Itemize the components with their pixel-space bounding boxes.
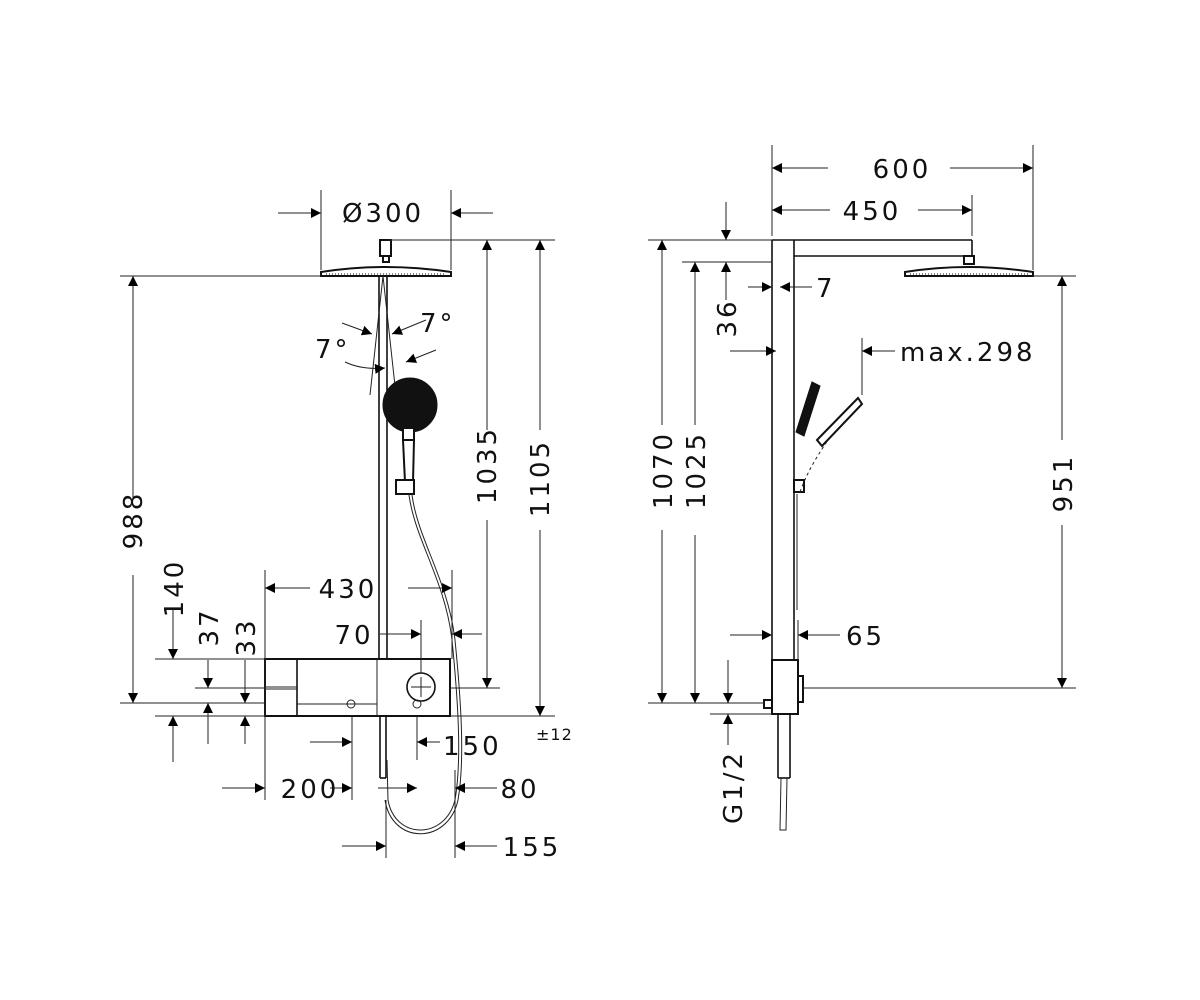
dim-36: 36	[713, 298, 743, 337]
dim-max-298: max.298	[900, 338, 1036, 368]
dim-thread-g12: G1/2	[719, 750, 749, 824]
dim-155: 155	[503, 833, 562, 863]
dim-height-988: 988	[119, 491, 149, 550]
dim-height-1035: 1035	[473, 426, 503, 504]
dim-height-1105: 1105	[526, 439, 556, 517]
front-view: Ø300 988 1035 1105 7° 7° 430 70 140	[119, 190, 573, 863]
dim-head-diameter: Ø300	[342, 199, 424, 229]
riser-pipe	[378, 276, 388, 779]
dim-200: 200	[281, 775, 340, 805]
dim-width-430: 430	[319, 575, 378, 605]
dim-height-1025: 1025	[682, 431, 712, 509]
dim-37: 37	[195, 607, 225, 646]
side-riser	[763, 239, 1034, 831]
dim-height-951: 951	[1049, 454, 1079, 513]
dim-width-450: 450	[843, 197, 902, 227]
side-hand-shower	[793, 381, 864, 610]
dim-width-600: 600	[873, 155, 932, 185]
dim-150: 150	[443, 732, 502, 762]
overhead-shower-head	[320, 239, 452, 277]
dim-height-1070: 1070	[649, 431, 679, 509]
dim-width-70: 70	[334, 621, 373, 651]
hand-shower	[382, 377, 438, 495]
dim-angle-right: 7°	[420, 309, 456, 339]
dim-80: 80	[500, 775, 539, 805]
thermostat-body	[264, 658, 451, 717]
side-view: 600 450 7 36 max.298 1070 1025 951 65	[648, 145, 1079, 831]
dim-33: 33	[232, 617, 262, 656]
dim-angle-left: 7°	[315, 335, 351, 365]
dim-65: 65	[846, 622, 885, 652]
dim-150-tolerance: ±12	[536, 725, 573, 744]
dim-140: 140	[160, 559, 190, 618]
shower-hose	[386, 494, 460, 831]
dim-7: 7	[816, 274, 836, 304]
